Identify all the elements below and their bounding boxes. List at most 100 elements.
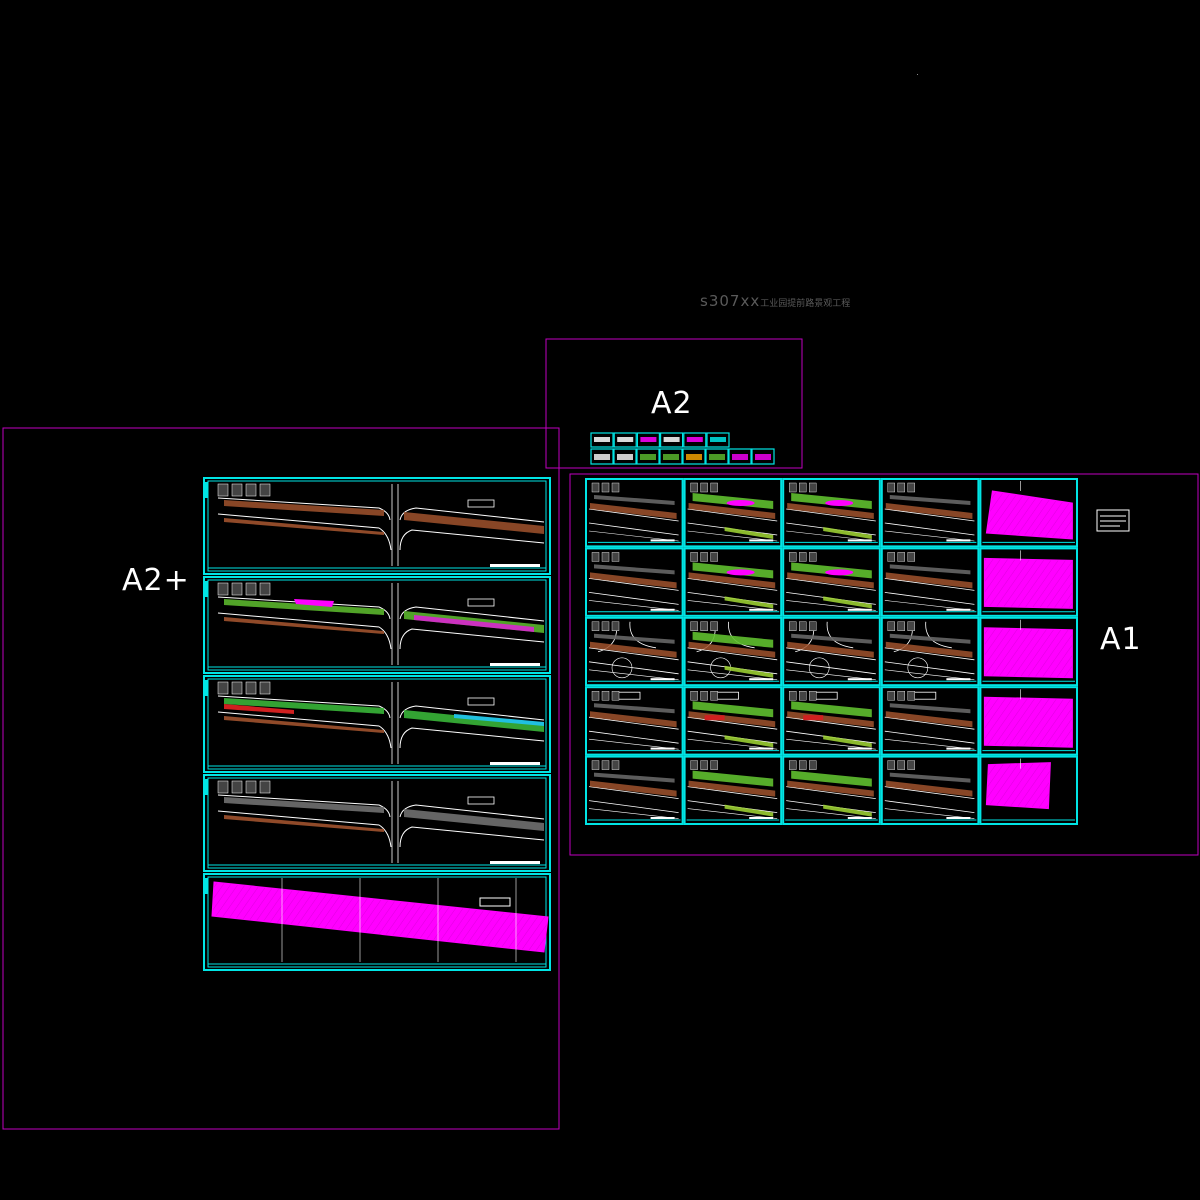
road-edge [687, 669, 778, 681]
building-block [217, 582, 229, 596]
building-block [700, 760, 708, 770]
thumb-content [594, 454, 610, 460]
thumb-frame [751, 448, 775, 465]
road-edge [399, 529, 545, 551]
a2-thumbnail [590, 432, 614, 448]
building-block [217, 681, 229, 695]
sheet-frame [683, 478, 783, 548]
a2-thumbnail [682, 448, 706, 465]
road-edge [884, 592, 975, 605]
verge-band [787, 780, 874, 797]
road-edge [687, 530, 778, 542]
sheet-frame [979, 616, 1079, 687]
thumb-content [617, 437, 634, 442]
planting-band [224, 797, 384, 813]
hatch-area [983, 627, 1073, 679]
road-edge [217, 513, 392, 551]
a2-thumbnail [706, 432, 730, 448]
building-block [245, 483, 257, 497]
sheet-frame [203, 675, 551, 773]
verge-band [885, 711, 973, 728]
a1-sheet [979, 547, 1079, 617]
road-edge [687, 578, 778, 591]
verge-band [590, 572, 677, 589]
building-block [700, 621, 708, 631]
thumb-content [663, 454, 679, 460]
planting-band [692, 770, 774, 787]
verge-band [787, 572, 874, 589]
building-block [700, 691, 708, 701]
verge-band [224, 617, 384, 634]
road-edge [687, 600, 778, 611]
building-block [591, 482, 600, 493]
a2-thumbnail [659, 448, 683, 465]
legend-box [1096, 509, 1130, 532]
road-edge [786, 716, 876, 730]
building-block [897, 760, 905, 770]
verge-band [224, 716, 384, 733]
road-edge [884, 716, 975, 730]
thumb-content [663, 437, 680, 442]
sheet-frame [979, 755, 1079, 825]
sheet-binding-tab [204, 878, 208, 894]
road-edge [884, 786, 975, 799]
thumb-frame [706, 432, 730, 448]
road-edge [588, 808, 679, 819]
planting-band [404, 710, 544, 732]
road-edge [884, 808, 975, 819]
thumb-frame [613, 432, 637, 448]
road-edge [786, 600, 876, 611]
accent [414, 615, 534, 632]
building-block [217, 483, 229, 497]
verge-band [885, 503, 973, 519]
building-block [907, 621, 915, 631]
title-block-mark [847, 608, 872, 611]
road-edge [687, 808, 778, 819]
title-block-mark [946, 678, 971, 681]
sheet-frame [585, 616, 684, 687]
label-box [911, 691, 937, 700]
verge-band [224, 518, 384, 535]
a1-sheet [585, 616, 684, 687]
hatch-area [983, 696, 1073, 748]
road-edge [884, 730, 975, 744]
verge-band [590, 641, 677, 658]
a1-sheet [880, 616, 980, 687]
a2-thumbnail [683, 432, 707, 448]
road-edge [588, 800, 679, 813]
road-edge [884, 508, 975, 522]
verge-band [885, 780, 973, 797]
zone-label-a2: A2 [651, 386, 693, 421]
building-block [690, 482, 698, 493]
a1-sheet [683, 686, 783, 756]
a1-sheet [979, 616, 1079, 687]
sheet-frame [782, 478, 881, 548]
verge-band [688, 572, 776, 589]
thumb-content [640, 454, 656, 460]
roundabout [907, 657, 929, 679]
planting-band [889, 564, 971, 575]
thumb-frame [705, 448, 729, 465]
thumb-frame [683, 432, 707, 448]
building-block [887, 691, 895, 701]
building-block [259, 780, 271, 794]
curb-curve [925, 621, 952, 649]
a1-sheet [782, 478, 881, 548]
verge-band [885, 641, 973, 658]
a1-sheet [979, 755, 1079, 825]
planting-band [692, 701, 774, 718]
accent [224, 704, 294, 714]
building-block [690, 552, 698, 562]
stray-point [917, 74, 918, 75]
planting-band [823, 527, 872, 539]
planting-band [692, 631, 774, 648]
sheet-binding-tab [204, 779, 208, 795]
a2-thumbnail [728, 448, 752, 465]
planting-band [224, 698, 384, 714]
verge-band [787, 503, 874, 519]
a1-sheet [585, 478, 684, 548]
building-block [789, 760, 797, 770]
roundabout [808, 657, 830, 679]
a1-sheet [782, 686, 881, 756]
road-edge [217, 711, 392, 749]
